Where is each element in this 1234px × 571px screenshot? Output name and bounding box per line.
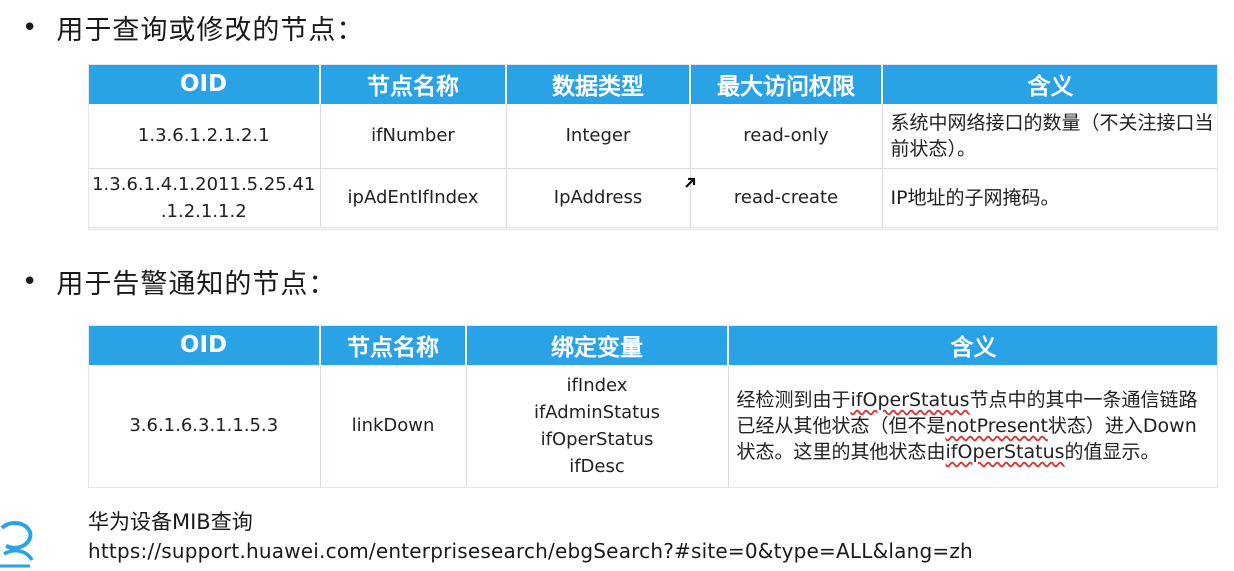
reference-url[interactable]: https://support.huawei.com/enterprisesea… (88, 539, 973, 563)
cell-bound-variables: ifIndex ifAdminStatus ifOperStatus ifDes… (466, 365, 729, 488)
query-nodes-table: OID 节点名称 数据类型 最大访问权限 含义 1.3.6.1.2.1.2.1 … (88, 64, 1218, 228)
table-row: 3.6.1.6.3.1.1.5.3 linkDown ifIndex ifAdm… (88, 365, 1218, 488)
section-heading-query-nodes: • 用于查询或修改的节点： (22, 8, 364, 47)
variable-item: ifOperStatus (540, 429, 654, 450)
meaning-text: 节点中的其中一条通信链路已经从其他状态（但不是 (736, 389, 1198, 437)
table-frame (88, 325, 1218, 488)
bullet: • (22, 12, 39, 43)
section-heading-alarm-nodes: • 用于告警通知的节点： (22, 262, 336, 301)
cell-data-type: Integer (506, 104, 691, 169)
keyword-ifoperstatus: ifOperStatus (945, 441, 1065, 463)
col-header-meaning: 含义 (728, 325, 1218, 365)
cell-meaning: 经检测到由于ifOperStatus节点中的其中一条通信链路已经从其他状态（但不… (728, 365, 1218, 488)
col-header-node-name: 节点名称 (320, 325, 467, 365)
table-header-row: OID 节点名称 数据类型 最大访问权限 含义 (88, 64, 1218, 104)
cell-meaning: IP地址的子网掩码。 (882, 168, 1218, 228)
col-header-node-name: 节点名称 (320, 64, 507, 104)
heading-text: 用于查询或修改的节点： (56, 15, 365, 46)
bullet: • (22, 266, 39, 297)
cell-oid: 3.6.1.6.3.1.1.5.3 (88, 365, 321, 488)
alarm-nodes-table: OID 节点名称 绑定变量 含义 3.6.1.6.3.1.1.5.3 linkD… (88, 325, 1218, 488)
col-header-data-type: 数据类型 (506, 64, 691, 104)
table-header-row: OID 节点名称 绑定变量 含义 (88, 325, 1218, 365)
col-header-bound-variables: 绑定变量 (466, 325, 729, 365)
table-frame (88, 64, 1218, 230)
variable-item: ifIndex (566, 375, 628, 396)
cell-node-name: ipAdEntIfIndex (320, 168, 507, 228)
heading-text: 用于告警通知的节点： (56, 269, 337, 300)
keyword-notpresent: notPresent (945, 415, 1048, 437)
col-header-max-access: 最大访问权限 (690, 64, 883, 104)
meaning-text: 经检测到由于 (736, 389, 851, 411)
col-header-oid: OID (88, 325, 321, 365)
reference-title: 华为设备MIB查询 (88, 510, 253, 534)
cell-max-access: read-only (690, 104, 883, 169)
cell-node-name: ifNumber (320, 104, 507, 169)
oid-line: 1.3.6.1.4.1.2011.5.25.41 (92, 174, 316, 195)
cell-data-type: IpAddress (506, 168, 691, 228)
meaning-text: 的值显示。 (1064, 441, 1160, 463)
table-row: 1.3.6.1.2.1.2.1 ifNumber Integer read-on… (88, 104, 1218, 169)
cell-max-access: read-create (690, 168, 883, 228)
variable-item: ifDesc (569, 456, 625, 477)
cell-oid: 1.3.6.1.2.1.2.1 (88, 104, 321, 169)
variable-item: ifAdminStatus (533, 402, 661, 423)
cell-oid: 1.3.6.1.4.1.2011.5.25.41 .1.2.1.1.2 (88, 168, 321, 228)
mouse-cursor-icon (685, 177, 696, 188)
keyword-ifoperstatus: ifOperStatus (850, 389, 970, 411)
col-header-meaning: 含义 (882, 64, 1218, 104)
cell-node-name: linkDown (320, 365, 467, 488)
col-header-oid: OID (88, 64, 321, 104)
oid-line: .1.2.1.1.2 (160, 201, 247, 222)
meaning-text: 状态）进入Down状态。这里的其他状态由 (736, 415, 1197, 463)
brand-logo-icon (0, 521, 34, 568)
table-row: 1.3.6.1.4.1.2011.5.25.41 .1.2.1.1.2 ipAd… (88, 168, 1218, 228)
cell-meaning: 系统中网络接口的数量（不关注接口当前状态）。 (882, 104, 1218, 169)
